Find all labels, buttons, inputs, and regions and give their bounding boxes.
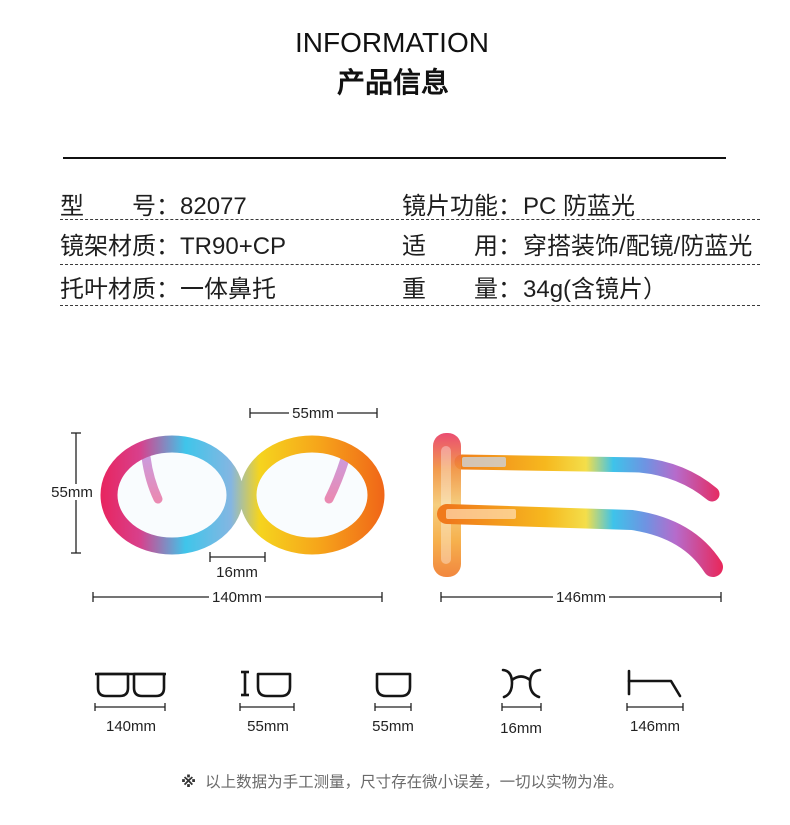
icon-stroke (375, 672, 412, 698)
dimension-lens-width (249, 405, 378, 421)
dashed-divider (60, 305, 760, 306)
spec-value: 穿搭装饰/配镜/防蓝光 (523, 233, 753, 260)
spec-row-model: 型 号： 82077 镜片功能： PC 防蓝光 (0, 192, 790, 222)
lens-width-icon (375, 672, 412, 698)
dimension-temple-length (440, 589, 722, 605)
spec-label-part: 重 (402, 276, 426, 303)
frame-width-icon (95, 672, 166, 698)
spec-value: PC 防蓝光 (523, 193, 636, 220)
spec-label-part: 用： (474, 233, 522, 260)
lens-height-icon (241, 670, 292, 698)
size-item-frame-width: 140mm (94, 672, 166, 735)
front-view-glasses (100, 435, 385, 555)
spec-label-part: 适 (402, 233, 426, 260)
size-item-temple-length: 146mm (626, 669, 684, 735)
icon-stroke (132, 672, 166, 698)
title-chinese: 产品信息 (336, 67, 449, 98)
bridge-width-label: 16mm (216, 564, 258, 581)
dashed-divider (60, 264, 760, 265)
left-temple-tip (141, 452, 163, 504)
spec-label-part: 号： (132, 193, 180, 220)
upper-temple-arm (454, 454, 720, 502)
spec-row-frame-material: 镜架材质： TR90+CP 适 用： 穿搭装饰/配镜/防蓝光 (0, 232, 790, 262)
reference-mark: ※ (181, 774, 197, 791)
label-backdrop (48, 484, 96, 500)
icon-stroke (256, 672, 292, 698)
dimension-lens-height (48, 432, 96, 554)
disclaimer-text: 以上数据为手工测量，尺寸存在微小误差，一切以实物为准。 (205, 774, 624, 791)
icon-stroke (528, 668, 542, 699)
spec-label-part: 托叶材质： (60, 276, 180, 303)
measure-bar (239, 703, 295, 711)
dashed-divider (60, 219, 760, 220)
size-label: 16mm (500, 720, 542, 737)
spec-label-part: 型 (60, 193, 84, 220)
measure-bar (501, 703, 542, 711)
left-lens-rim (100, 435, 244, 555)
spec-label-part: 镜架材质： (60, 233, 180, 260)
spec-label: 型 号： (60, 192, 180, 222)
spec-value: 一体鼻托 (180, 276, 276, 303)
lens-width-label: 55mm (292, 405, 334, 422)
size-label: 55mm (247, 718, 289, 735)
temple-length-label: 146mm (556, 589, 606, 606)
size-icons: 140mm 55mm (94, 668, 684, 737)
right-temple-tip (324, 454, 350, 504)
measure-bar (374, 703, 412, 711)
size-label: 55mm (372, 718, 414, 735)
measure-bar (626, 703, 684, 711)
spec-label: 镜片功能： (402, 192, 522, 222)
size-item-bridge-width: 16mm (500, 668, 542, 737)
spec-label-part: 镜片功能： (402, 193, 522, 220)
size-item-lens-height: 55mm (239, 670, 295, 735)
icon-stroke (627, 679, 682, 698)
spec-label-part: 量： (474, 276, 522, 303)
spec-value: 82077 (180, 193, 247, 220)
measure-bar (94, 703, 166, 711)
icon-stroke (501, 668, 514, 699)
spec-label: 重 量： (402, 275, 522, 305)
side-view-glasses (433, 433, 723, 577)
icon-stroke (510, 675, 532, 682)
size-icon-row: 140mm 55mm (0, 655, 790, 740)
spec-row-nose-pad: 托叶材质： 一体鼻托 重 量： 34g(含镜片） (0, 275, 790, 305)
dimension-diagram: 55mm 55mm 16mm 140mm (48, 405, 723, 606)
dimension-bridge (209, 552, 266, 562)
spec-value: TR90+CP (180, 233, 287, 260)
upper-hinge (462, 457, 506, 467)
dimension-frame-width (92, 589, 383, 605)
icon-stroke (96, 672, 130, 698)
temple-length-icon (627, 669, 682, 698)
size-label: 140mm (106, 718, 156, 735)
label-backdrop (553, 589, 609, 605)
size-item-lens-width: 55mm (372, 672, 414, 735)
product-diagram: 55mm 55mm 16mm 140mm (0, 380, 790, 630)
lower-temple-arm (437, 504, 723, 577)
spec-label: 适 用： (402, 232, 522, 262)
label-backdrop (289, 405, 337, 421)
bridge-width-icon (501, 668, 542, 699)
header-divider (63, 157, 726, 159)
frame-width-label: 140mm (212, 589, 262, 606)
lower-hinge (446, 509, 516, 519)
right-lens-rim (239, 435, 385, 555)
spec-label: 托叶材质： (60, 275, 180, 305)
label-backdrop (209, 589, 265, 605)
measurement-disclaimer: ※ 以上数据为手工测量，尺寸存在微小误差，一切以实物为准。 (181, 772, 651, 794)
lens-height-label: 55mm (51, 484, 93, 501)
size-label: 146mm (630, 718, 680, 735)
title-english: INFORMATION (295, 27, 489, 58)
spec-label: 镜架材质： (60, 232, 180, 262)
spec-value: 34g(含镜片） (523, 276, 668, 303)
